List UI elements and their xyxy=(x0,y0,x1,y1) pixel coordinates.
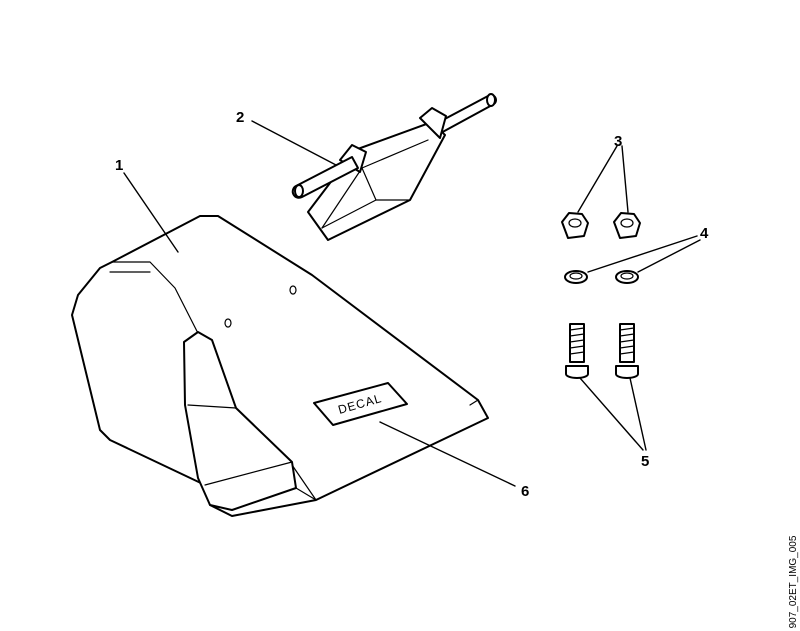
figure-id: 907_02ET_IMG_005 xyxy=(788,535,799,628)
decal-part: DECAL xyxy=(313,382,408,426)
hex-nut-left-part xyxy=(561,212,589,239)
lock-washer-right-part xyxy=(615,270,639,284)
lock-washer-left-part xyxy=(564,270,588,284)
callout-1: 1 xyxy=(115,157,123,174)
pivot-bracket-part xyxy=(291,93,497,241)
leader-lines xyxy=(123,120,701,487)
callout-3: 3 xyxy=(614,133,622,150)
deflector-chute-part xyxy=(71,215,489,517)
carriage-bolt-left-part xyxy=(565,323,589,379)
hex-nut-right-part xyxy=(613,212,641,239)
callout-6: 6 xyxy=(521,483,529,500)
callout-5: 5 xyxy=(641,453,649,470)
carriage-bolt-right-part xyxy=(615,323,639,379)
callout-2: 2 xyxy=(236,109,244,126)
callout-4: 4 xyxy=(700,225,709,242)
